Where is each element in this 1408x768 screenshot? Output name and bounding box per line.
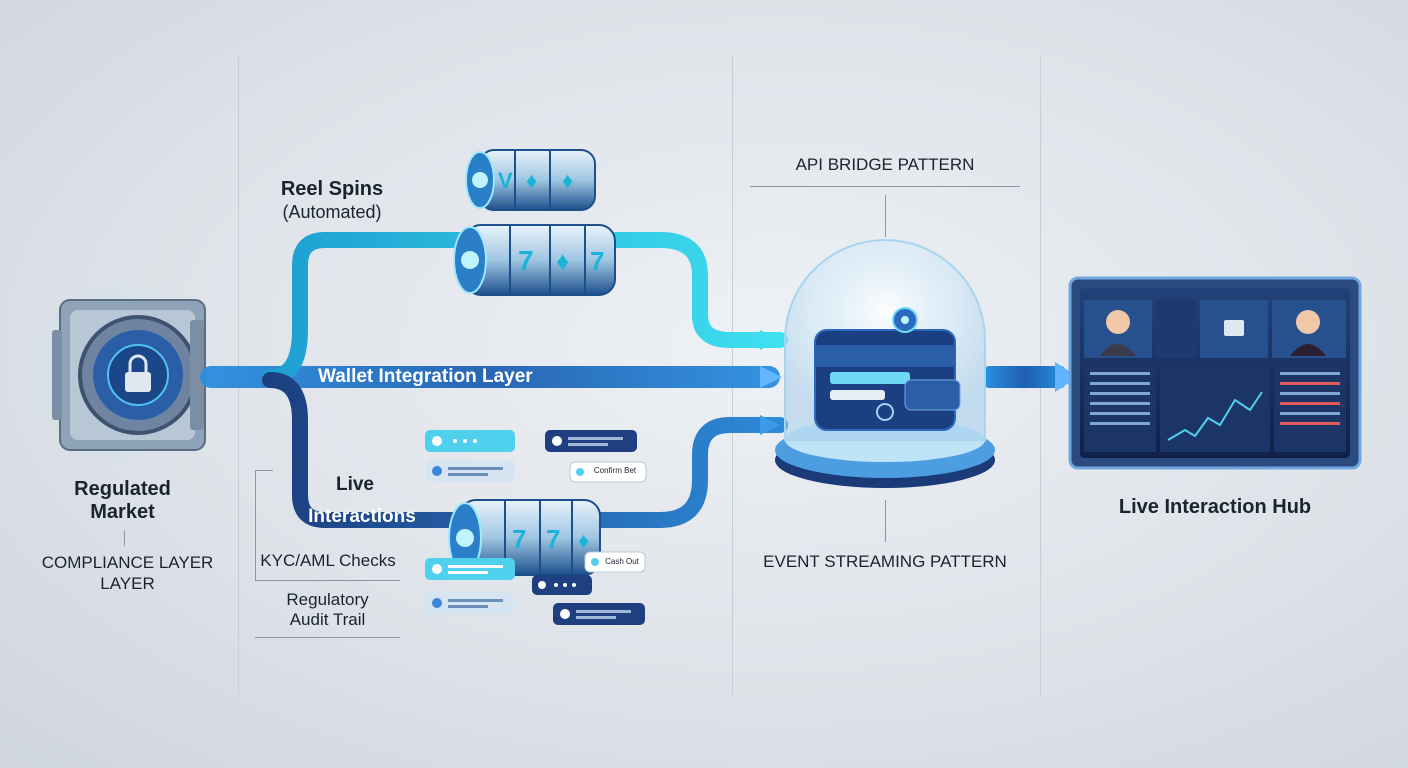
- live-interactions-label: Interactions: [308, 506, 416, 527]
- wallet-pipe: [200, 366, 780, 388]
- confirm-bet-label: Confirm Bet: [593, 466, 637, 475]
- wallet-dome-icon: [775, 239, 995, 488]
- kyc-label: KYC/AML Checks: [260, 551, 396, 570]
- api-bridge-label: API BRIDGE PATTERN: [795, 155, 975, 174]
- output-pipe: [985, 366, 1065, 388]
- chat-bubbles: [425, 430, 647, 625]
- slot-reel-middle-icon: 7 ♦ 7: [453, 224, 616, 296]
- api-bridge-connector: [885, 195, 886, 237]
- hub-title: Live Interaction Hub: [1118, 496, 1312, 518]
- arrow-output: [1055, 362, 1078, 392]
- audit-underline: [255, 637, 400, 638]
- svg-text:7: 7: [518, 245, 534, 276]
- svg-text:V: V: [498, 168, 513, 193]
- market-title: Regulated Market: [74, 478, 171, 523]
- live-pipe: [262, 372, 788, 528]
- event-streaming-connector: [885, 500, 886, 542]
- audit-line2: Audit Trail: [289, 610, 366, 629]
- wallet-layer-label: Wallet Integration Layer: [318, 366, 533, 387]
- live-title: Live: [335, 474, 375, 495]
- svg-text:♦: ♦: [556, 246, 569, 276]
- arrow-reel: [760, 330, 780, 350]
- svg-text:♦: ♦: [562, 168, 573, 193]
- event-streaming-label: EVENT STREAMING PATTERN: [763, 552, 1007, 571]
- arrow-live: [760, 415, 780, 435]
- slot-reel-top-icon: V ♦ ♦: [465, 149, 596, 211]
- svg-text:♦: ♦: [526, 168, 537, 193]
- reel-spins-title: Reel Spins: [280, 178, 384, 200]
- dashboard-screen-icon: [1068, 276, 1362, 470]
- svg-text:♦: ♦: [578, 528, 589, 553]
- arrow-wallet: [760, 366, 782, 388]
- vault-icon: [25, 277, 215, 467]
- reel-spins-subtitle: (Automated): [282, 202, 382, 222]
- slot-reel-bottom-icon: 7 7 ♦: [448, 499, 601, 576]
- audit-line1: Regulatory: [286, 590, 369, 609]
- reel-pipe: [262, 232, 788, 385]
- svg-text:7: 7: [512, 524, 526, 554]
- compliance-label: COMPLIANCE LAYER LAYER: [41, 553, 214, 593]
- market-connector: [124, 530, 125, 546]
- svg-text:7: 7: [546, 524, 560, 554]
- checks-bracket-top: [255, 470, 273, 471]
- api-bridge-underline: [750, 186, 1020, 187]
- checks-bracket: [255, 470, 256, 580]
- cash-out-label: Cash Out: [605, 557, 639, 566]
- svg-text:7: 7: [590, 246, 604, 276]
- kyc-underline: [255, 580, 400, 581]
